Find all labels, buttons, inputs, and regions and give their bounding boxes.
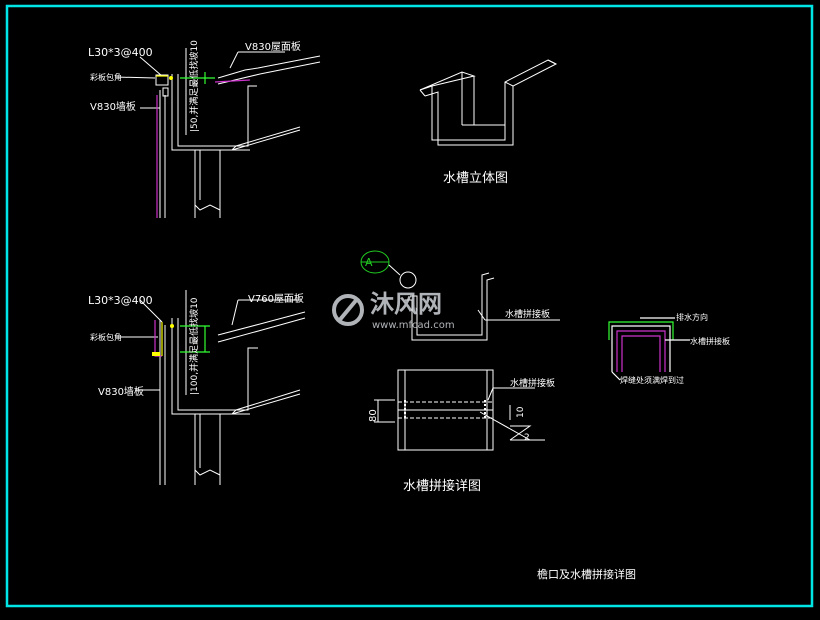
watermark-brand: 沐风网: [370, 290, 442, 318]
right-flow-label: 排水方向: [676, 312, 708, 322]
right-plate-label: 水槽拼接板: [690, 336, 730, 346]
right-weld-label: 焊缝处须满焊到过: [620, 375, 684, 385]
splice-ref-2: 2: [524, 433, 530, 443]
eave-detail-top: [114, 48, 321, 218]
watermark: 沐风网 www.mfcad.com: [332, 290, 455, 331]
splice-dim-10: 10: [516, 406, 526, 418]
top-wall-panel-label: V830墙板: [90, 100, 136, 113]
eave-detail-bottom: [115, 290, 306, 485]
splice-plan-label: 水槽拼接板: [510, 377, 555, 389]
top-gutter-label: |50,并满足最低找坡10: [188, 40, 200, 132]
right-detail: [608, 317, 690, 381]
top-flashing-label: 彩板包角: [90, 72, 122, 82]
watermark-url: www.mfcad.com: [372, 320, 455, 331]
splice-section: [360, 250, 560, 341]
eave-top-accents: [156, 72, 251, 218]
splice-dim-80: 80: [368, 409, 379, 422]
bottom-roof-panel-label: V760屋面板: [248, 292, 304, 305]
splice-marker: A: [365, 256, 373, 269]
top-angle-label: L30*3@400: [88, 46, 153, 59]
splice-section-label: 水槽拼接板: [505, 308, 550, 320]
sheet-title: 檐口及水槽拼接详图: [537, 567, 636, 581]
splice-plan: [374, 369, 545, 451]
gutter-3d-view: [419, 59, 558, 146]
bottom-wall-panel-label: V830墙板: [98, 385, 144, 398]
top-roof-panel-label: V830屋面板: [245, 40, 301, 53]
bottom-flashing-label: 彩板包角: [90, 332, 122, 342]
bottom-angle-label: L30*3@400: [88, 294, 153, 307]
gutter-3d-title: 水槽立体图: [443, 171, 508, 186]
drawing-frame: [5, 4, 814, 608]
eave-bottom-accents: [152, 320, 210, 357]
bottom-gutter-label: |100,并满足最低找坡10: [188, 297, 200, 395]
splice-title: 水槽拼接详图: [403, 478, 481, 494]
